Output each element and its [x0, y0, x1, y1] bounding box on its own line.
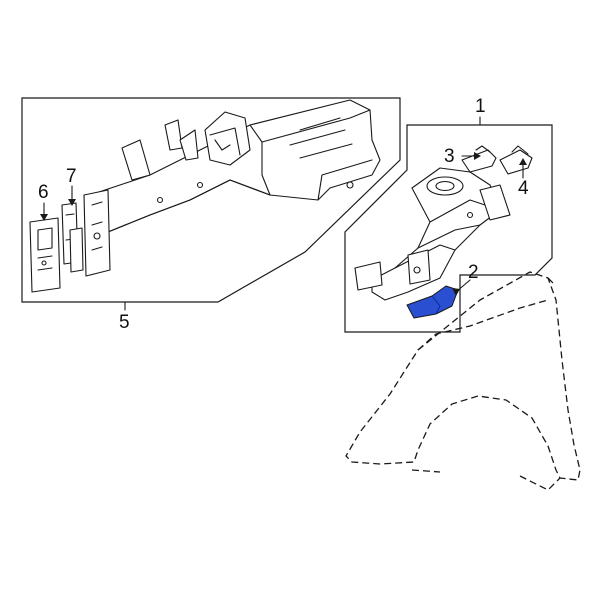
- apron-assembly-box: [344, 124, 553, 333]
- callout-3: 3: [444, 146, 455, 167]
- callout-6: 6: [38, 182, 49, 203]
- callout-4: 4: [518, 178, 529, 199]
- callout-5: 5: [119, 312, 130, 333]
- callout-2: 2: [468, 262, 479, 283]
- frame-rail-assembly-box: [21, 97, 401, 303]
- leader-arrowheads: [40, 152, 527, 296]
- callout-1: 1: [475, 96, 486, 117]
- part-7-bracket: [61, 202, 84, 273]
- part-4-bracket: [499, 145, 533, 175]
- fender-outline: [345, 271, 581, 491]
- part-3-bracket: [461, 145, 497, 173]
- part-2-bracket-highlighted: [406, 285, 459, 319]
- callout-7: 7: [66, 166, 77, 187]
- part-6-plate: [29, 217, 61, 293]
- apron-assembly: [354, 167, 511, 301]
- frame-rail-assembly: [83, 99, 381, 277]
